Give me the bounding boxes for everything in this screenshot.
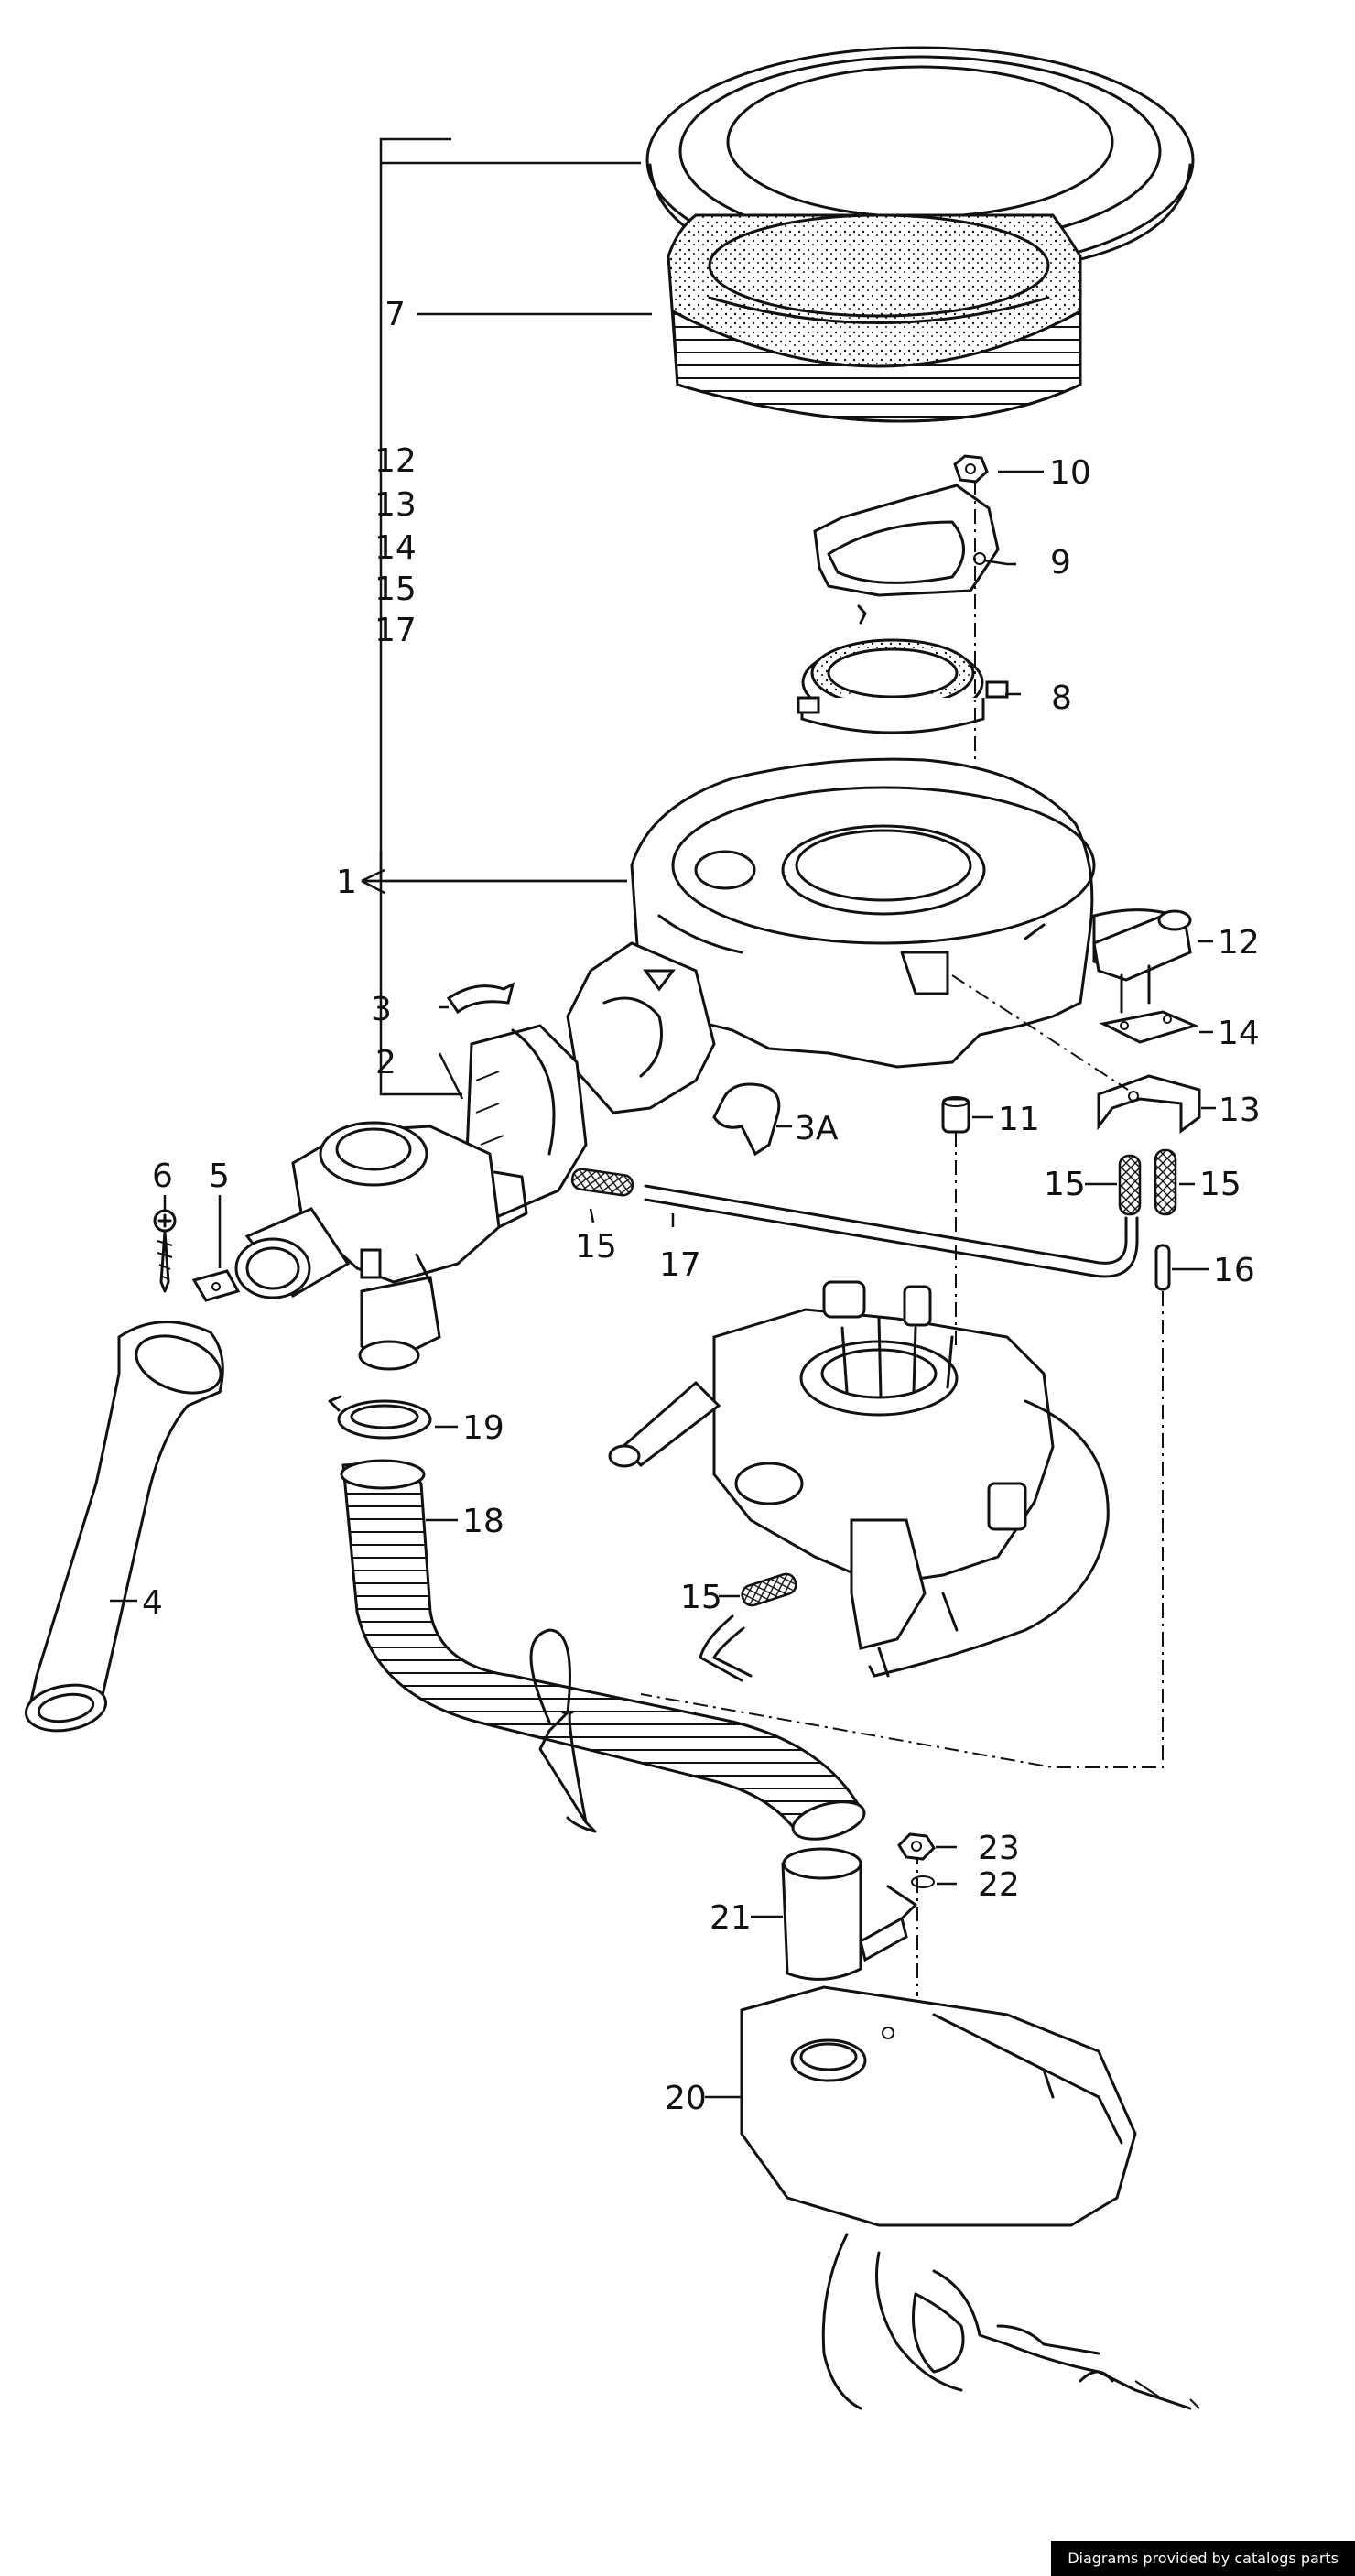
nut-23 (897, 1832, 936, 1861)
callout-23: 23 (978, 1830, 1020, 1867)
callout-19: 19 (462, 1409, 504, 1447)
callout-8: 8 (1051, 679, 1072, 717)
elbow-21 (781, 1847, 917, 1981)
clamp-ring-8 (797, 604, 1009, 734)
callout-4: 4 (142, 1584, 163, 1622)
intake-manifold (821, 2233, 1200, 2410)
nut-10 (953, 454, 989, 484)
callout-21: 21 (710, 1899, 752, 1937)
bracket-13 (1097, 1074, 1201, 1134)
callout-10: 10 (1049, 454, 1091, 492)
air-cleaner-housing-1 (566, 757, 1187, 1114)
flex-hose-18 (340, 1459, 866, 1841)
callout-6: 6 (152, 1158, 173, 1195)
screw-6 (153, 1209, 177, 1293)
mounting-plate-20 (740, 1985, 1137, 2227)
sleeve-11 (941, 1096, 970, 1134)
callout-15-right: 15 (1199, 1166, 1241, 1203)
strainer-15-b (1118, 1154, 1142, 1216)
callout-11: 11 (998, 1101, 1040, 1138)
hose-16 (1154, 1244, 1171, 1291)
credit-footer: Diagrams provided by catalogs parts (1051, 2541, 1355, 2576)
clip-3a (712, 1082, 781, 1157)
strainer-15-c (1154, 1148, 1177, 1216)
strainer-15-a (570, 1168, 634, 1197)
callout-3: 3 (371, 991, 392, 1028)
callout-14: 14 (1218, 1015, 1260, 1052)
preheat-valve-housing (234, 1121, 528, 1371)
callout-17: 17 (659, 1246, 701, 1284)
list-15: 15 (374, 571, 417, 608)
vacuum-unit-12 (1092, 909, 1192, 1014)
strainer-15-d (741, 1572, 797, 1607)
callout-18: 18 (462, 1503, 504, 1540)
washer-22 (911, 1875, 935, 1888)
callout-15-duct: 15 (575, 1228, 617, 1266)
list-14: 14 (374, 529, 417, 567)
air-filter-element (667, 213, 1082, 423)
retaining-plate-9 (813, 484, 1000, 597)
callout-labels: 7 12 13 14 15 17 10 9 8 1 12 3 14 2 13 3… (142, 296, 1261, 2117)
carburetor (608, 1280, 1110, 1678)
callout-15-left: 15 (1044, 1166, 1086, 1203)
nut-clip-5 (191, 1269, 241, 1302)
callout-20: 20 (665, 2080, 707, 2117)
warm-air-hose-4 (24, 1321, 224, 1733)
callout-3a: 3A (795, 1110, 839, 1147)
wire-clip (529, 1628, 597, 1833)
callout-16: 16 (1213, 1252, 1255, 1289)
callout-9: 9 (1050, 544, 1071, 582)
clip-3 (446, 982, 515, 1015)
hose-clamp-19 (328, 1395, 432, 1440)
callout-22: 22 (978, 1866, 1020, 1904)
vacuum-pipe-17 (644, 1184, 1139, 1278)
leader-lines (110, 312, 1216, 2099)
callout-5: 5 (209, 1158, 230, 1195)
callout-1: 1 (336, 864, 357, 901)
callout-7: 7 (385, 296, 406, 333)
callout-12: 12 (1218, 924, 1260, 962)
callout-2: 2 (375, 1044, 396, 1081)
list-17: 17 (374, 612, 417, 649)
list-13: 13 (374, 486, 417, 524)
callout-13: 13 (1219, 1092, 1261, 1129)
list-12: 12 (374, 442, 417, 480)
callout-15-carb: 15 (680, 1579, 722, 1616)
gasket-14 (1099, 1010, 1199, 1044)
fuel-hose-bend (699, 1614, 753, 1682)
